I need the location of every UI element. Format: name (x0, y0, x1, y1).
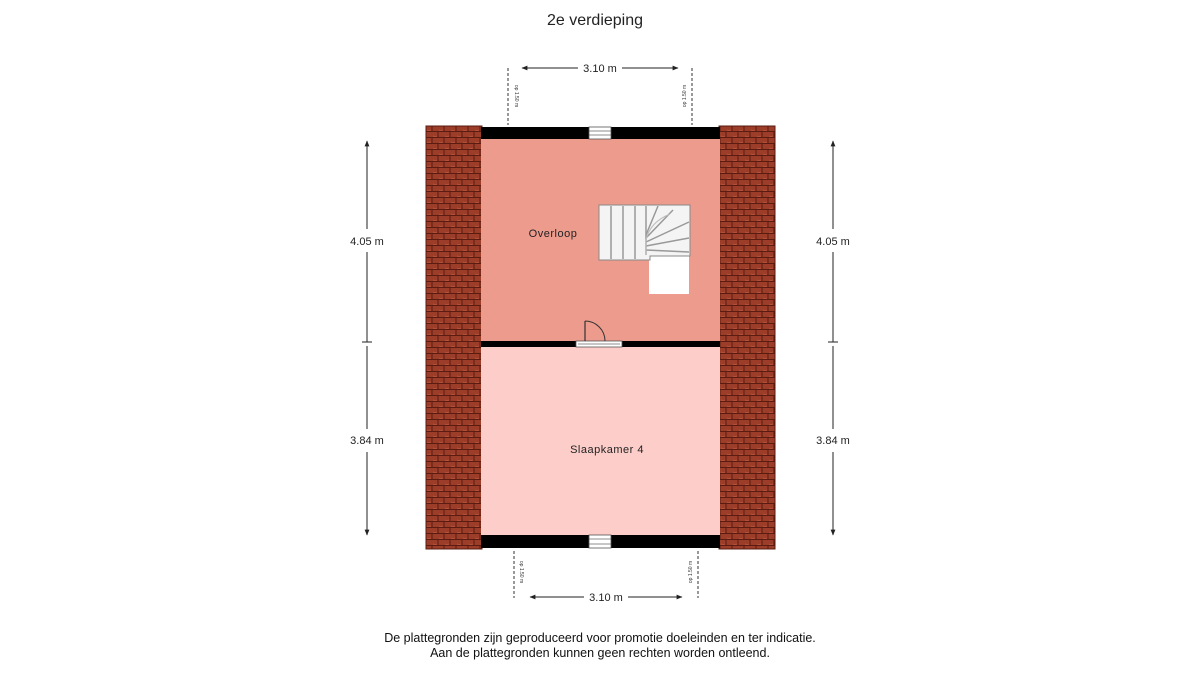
dimension-right-upper-label: 4.05 m (816, 236, 850, 248)
dimension-right: 4.05 m 3.84 m (816, 140, 850, 536)
window-top (588, 126, 612, 140)
door (575, 320, 623, 348)
height-marker-top-right: op 1.50 m (682, 85, 688, 107)
dimension-bottom: 3.10 m (513, 551, 699, 604)
roof-left (425, 125, 483, 550)
dimension-top-label: 3.10 m (583, 63, 617, 75)
plan-title: 2e verdieping (546, 12, 644, 29)
dimension-top: 3.10 m (507, 63, 693, 125)
dimension-left: 4.05 m 3.84 m (350, 140, 384, 536)
dimension-right-lower-label: 3.84 m (816, 435, 850, 447)
disclaimer: De plattegronden zijn geproduceerd voor … (0, 631, 1200, 661)
roof-right (718, 125, 776, 550)
staircase (598, 204, 691, 294)
dimension-bottom-label: 3.10 m (589, 592, 623, 604)
room-slaapkamer-4 (481, 346, 720, 536)
height-marker-bottom-right: op 1.50 m (688, 561, 694, 583)
room-label-overloop: Overloop (529, 228, 578, 240)
dimension-left-upper-label: 4.05 m (350, 236, 384, 248)
disclaimer-line-1: De plattegronden zijn geproduceerd voor … (384, 631, 816, 645)
dimension-left-lower-label: 3.84 m (350, 435, 384, 447)
room-label-slaapkamer: Slaapkamer 4 (570, 444, 644, 456)
height-marker-top-left: op 1.50 m (513, 85, 519, 107)
window-bottom (588, 534, 612, 549)
height-marker-bottom-left: op 1.50 m (518, 561, 524, 583)
disclaimer-line-2: Aan de plattegronden kunnen geen rechten… (430, 646, 770, 660)
